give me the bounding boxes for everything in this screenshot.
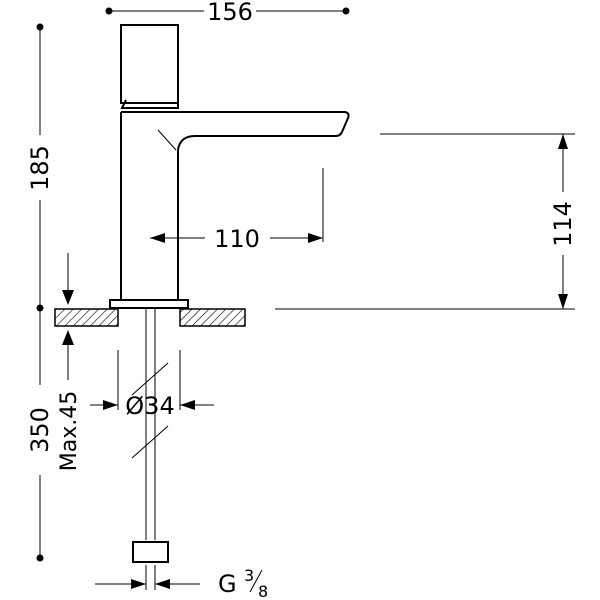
dim-spout-height-label: 114 [549, 201, 577, 247]
dim-deck-thickness: Max.45 [57, 253, 82, 471]
deck-left [54, 308, 119, 327]
dim-thread-prefix: G [218, 570, 237, 598]
faucet-body [109, 24, 350, 309]
spout-crease [157, 129, 177, 151]
dim-spout-reach: 110 [150, 168, 324, 253]
supply-pipe [131, 308, 169, 563]
dim-thread-numerator: 3 [244, 566, 254, 585]
dim-overall-width: 156 [105, 0, 350, 26]
dim-body-height-label: 185 [26, 145, 54, 191]
spout [121, 111, 350, 151]
pipe-connector-nut [132, 541, 169, 563]
dim-overall-width-label: 156 [207, 0, 253, 26]
dim-spout-height: 114 [275, 133, 577, 310]
pipe-break-lower [131, 425, 169, 459]
dim-deck-thickness-label: Max.45 [57, 391, 82, 471]
lever-handle [120, 24, 179, 104]
deck-right [179, 308, 246, 327]
body-column [120, 112, 179, 300]
dim-hole-diameter: Ø34 [90, 350, 214, 420]
dim-thread-denominator: 8 [258, 582, 268, 600]
base-flange [109, 299, 189, 309]
lever-base [120, 99, 179, 109]
pipe-break-upper [131, 362, 169, 396]
dim-thread-fraction-bar [249, 569, 263, 593]
dim-left-vertical: 185 350 [26, 23, 54, 562]
dim-thread: G 3 8 [95, 565, 268, 600]
deck-section [54, 308, 246, 327]
dim-hole-diameter-label: Ø34 [125, 392, 174, 420]
dim-total-height-label: 350 [26, 407, 54, 453]
dim-spout-reach-label: 110 [214, 225, 260, 253]
